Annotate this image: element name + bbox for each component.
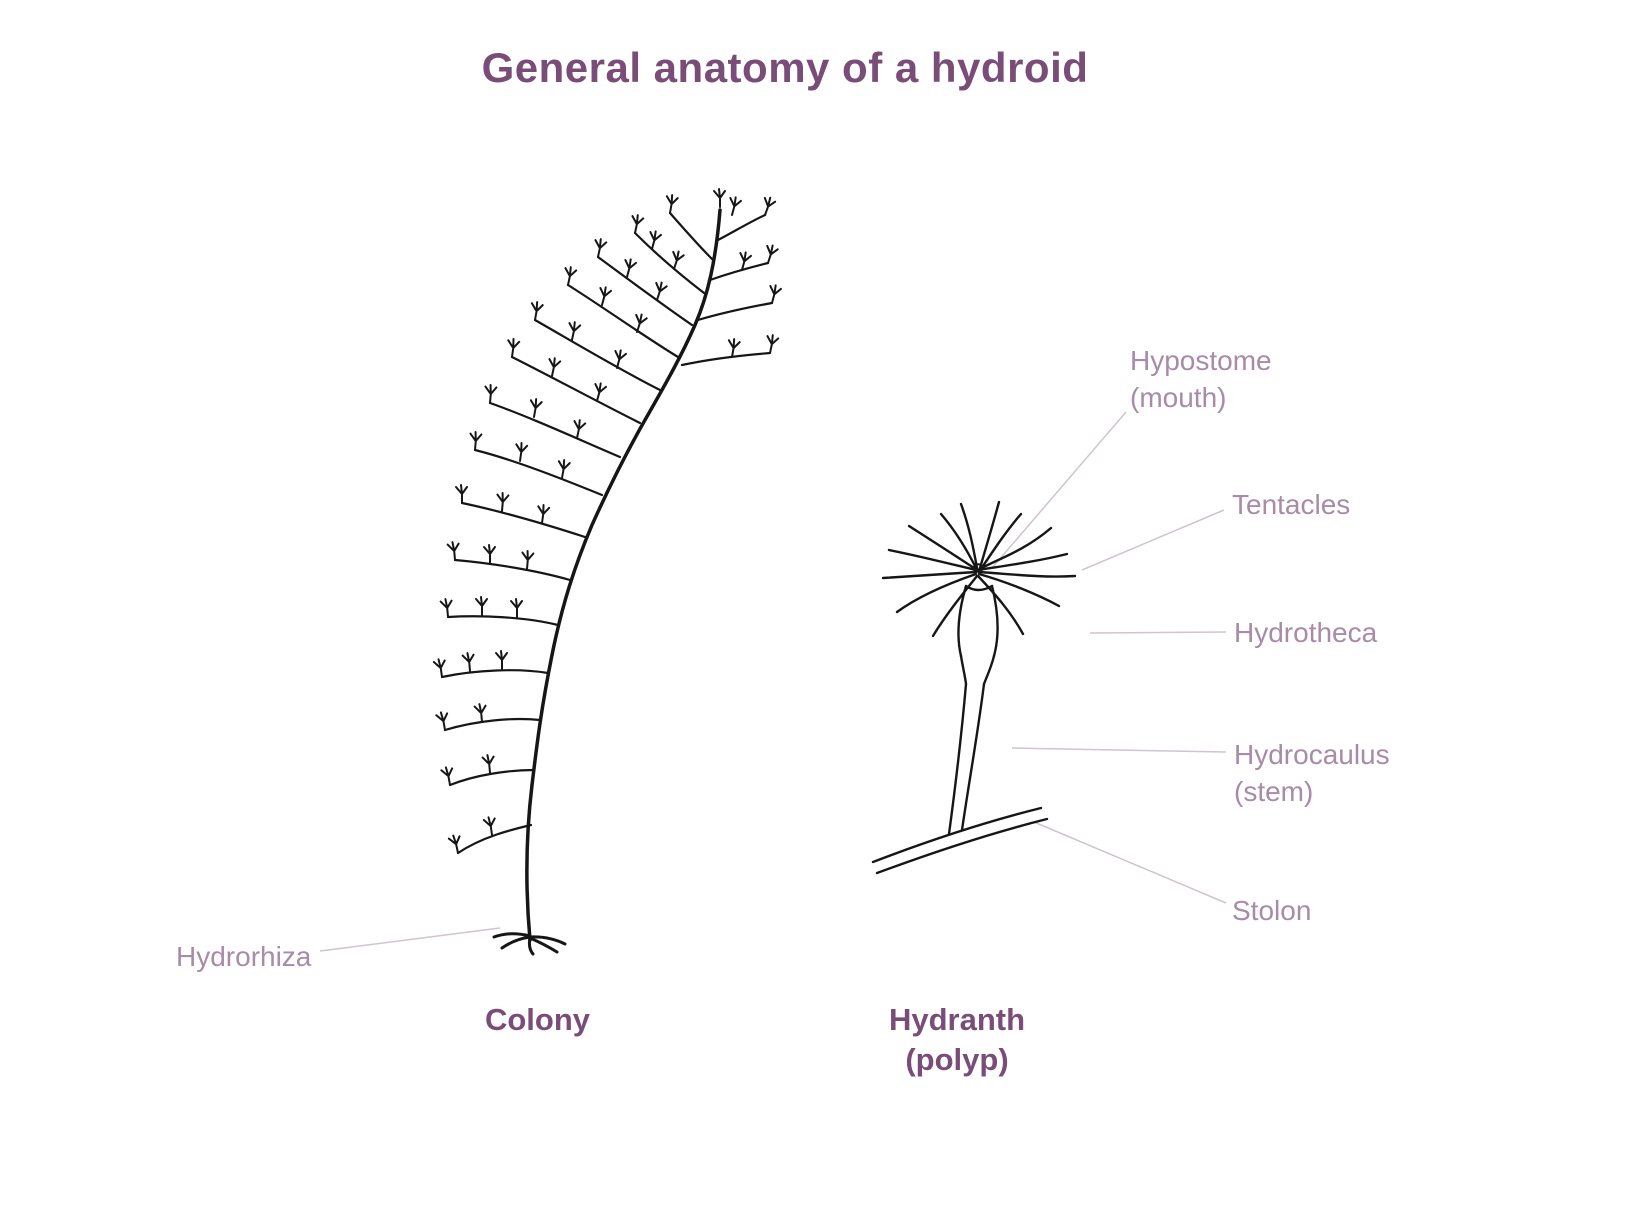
hydranth-tentacles: [881, 500, 1077, 638]
hypostome-label-line2: (mouth): [1130, 382, 1227, 413]
hydranth-illustration: [871, 500, 1077, 875]
colony-polyps: [432, 188, 783, 856]
hydrorhiza-label: Hydrorhiza: [176, 941, 312, 972]
hydrocaulus-leader-line: [1011, 747, 1227, 753]
hydranth-hydrotheca-cup: [957, 584, 999, 686]
hydrotheca-leader-line: [1089, 631, 1227, 634]
hydranth-hypostome: [973, 563, 983, 573]
colony-stem: [525, 208, 722, 942]
stolon-label: Stolon: [1232, 895, 1312, 926]
page-title: General anatomy of a hydroid: [481, 44, 1089, 91]
hydranth-caption-line2: (polyp): [905, 1042, 1009, 1077]
hydrorhiza-leader-line: [319, 927, 501, 952]
hydranth-caption: Hydranth (polyp): [857, 1000, 1057, 1080]
hydrotheca-label: Hydrotheca: [1234, 617, 1378, 648]
hypostome-leader-line: [991, 411, 1127, 569]
hypostome-label: Hypostome (mouth): [1130, 342, 1272, 416]
tentacles-label: Tentacles: [1232, 489, 1351, 520]
stolon-leader-line: [1033, 821, 1227, 904]
hydranth-caption-line1: Hydranth: [888, 1002, 1026, 1037]
colony-caption: Colony: [484, 1002, 591, 1037]
hydrocaulus-label-line2: (stem): [1234, 776, 1314, 807]
hydranth-stolon: [871, 806, 1049, 875]
hydrocaulus-label-line1: Hydrocaulus: [1234, 739, 1390, 770]
hydrocaulus-label: Hydrocaulus (stem): [1234, 736, 1390, 810]
colony-hydrorhiza-roots: [492, 932, 567, 956]
colony-illustration: [432, 188, 783, 956]
tentacles-leader-line: [1081, 509, 1225, 571]
hydranth-hydrocaulus-stem: [947, 682, 986, 836]
colony-branches: [440, 211, 774, 855]
hypostome-label-line1: Hypostome: [1130, 345, 1272, 376]
